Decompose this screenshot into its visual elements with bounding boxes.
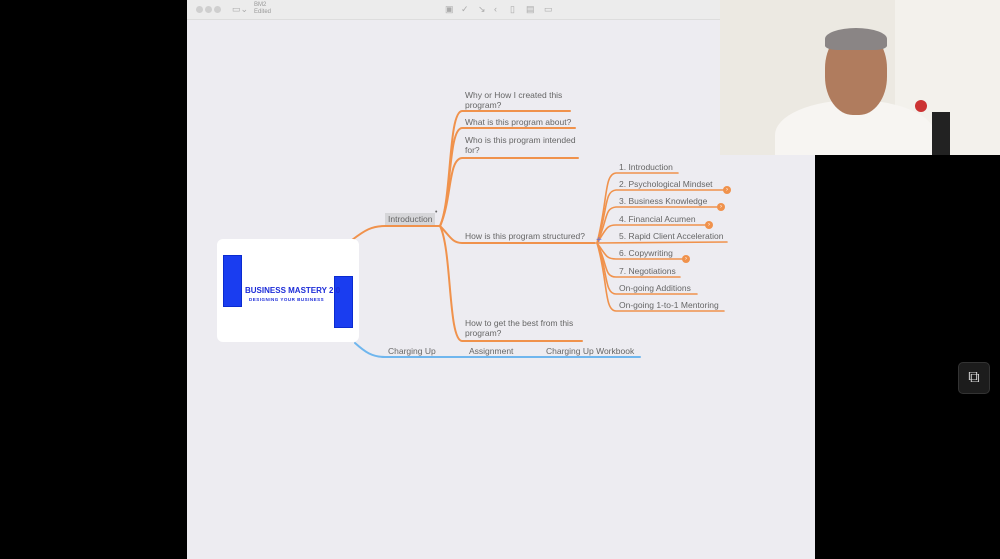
picture-in-picture-button[interactable]: ⧉ (958, 362, 990, 394)
expand-icon[interactable]: › (682, 255, 690, 263)
check-icon[interactable]: ✓ (461, 4, 469, 14)
back-icon[interactable]: ‹ (494, 4, 497, 14)
title-bar: ▭⌄ (187, 0, 720, 20)
root-topic-business-mastery[interactable] (217, 239, 359, 342)
minimize-button[interactable] (205, 6, 212, 13)
subtopic[interactable]: On-going 1-to-1 Mentoring (619, 300, 719, 310)
connector-icon[interactable]: ↘ (478, 4, 486, 14)
subtopic[interactable]: On-going Additions (619, 283, 691, 293)
collapse-dot-icon[interactable]: • (435, 209, 438, 216)
topic-what[interactable]: What is this program about? (465, 117, 572, 127)
root-title: BUSINESS MASTERY 2.0 (245, 286, 341, 295)
topic-assignment[interactable]: Assignment (469, 346, 514, 356)
presenter-hair (825, 28, 887, 50)
expand-icon[interactable]: › (723, 186, 731, 194)
grid-icon[interactable]: ▣ (445, 4, 454, 14)
subtopic[interactable]: 3. Business Knowledge (619, 196, 708, 206)
topic-introduction[interactable]: Introduction (385, 213, 436, 225)
close-button[interactable] (196, 6, 203, 13)
root-subtitle: DESIGNING YOUR BUSINESS (249, 297, 325, 302)
topic-charging-up[interactable]: Charging Up (388, 346, 436, 356)
logo-bar-left (223, 255, 242, 307)
image-icon[interactable]: ▤ (526, 4, 535, 14)
logo-bar-right (334, 276, 353, 328)
expand-icon[interactable]: › (717, 203, 725, 211)
subtopic[interactable]: 7. Negotiations (619, 266, 676, 276)
subtopic[interactable]: 2. Psychological Mindset (619, 179, 713, 189)
presentation-icon[interactable]: ▭ (544, 4, 553, 14)
subtopic[interactable]: 6. Copywriting (619, 248, 673, 258)
webcam-overlay (720, 0, 1000, 155)
topic-who[interactable]: Who is this program intended for? (465, 135, 576, 155)
sidebar-toggle-icon[interactable]: ▭⌄ (232, 4, 249, 14)
zoom-button[interactable] (214, 6, 221, 13)
decor-ornament (915, 100, 927, 112)
topic-why[interactable]: Why or How I created this program? (465, 90, 563, 110)
subtopic[interactable]: 4. Financial Acumen (619, 214, 696, 224)
subtopic[interactable]: 5. Rapid Client Acceleration (619, 231, 724, 241)
subtopic[interactable]: 1. Introduction (619, 162, 673, 172)
expand-icon[interactable]: › (705, 221, 713, 229)
topic-workbook[interactable]: Charging Up Workbook (546, 346, 635, 356)
document-icon[interactable]: ▯ (510, 4, 515, 14)
decor-stand (932, 112, 950, 155)
topic-structure[interactable]: How is this program structured? (465, 231, 585, 241)
add-topic-icon[interactable]: + (596, 235, 602, 246)
topic-best[interactable]: How to get the best from this program? (465, 318, 574, 338)
